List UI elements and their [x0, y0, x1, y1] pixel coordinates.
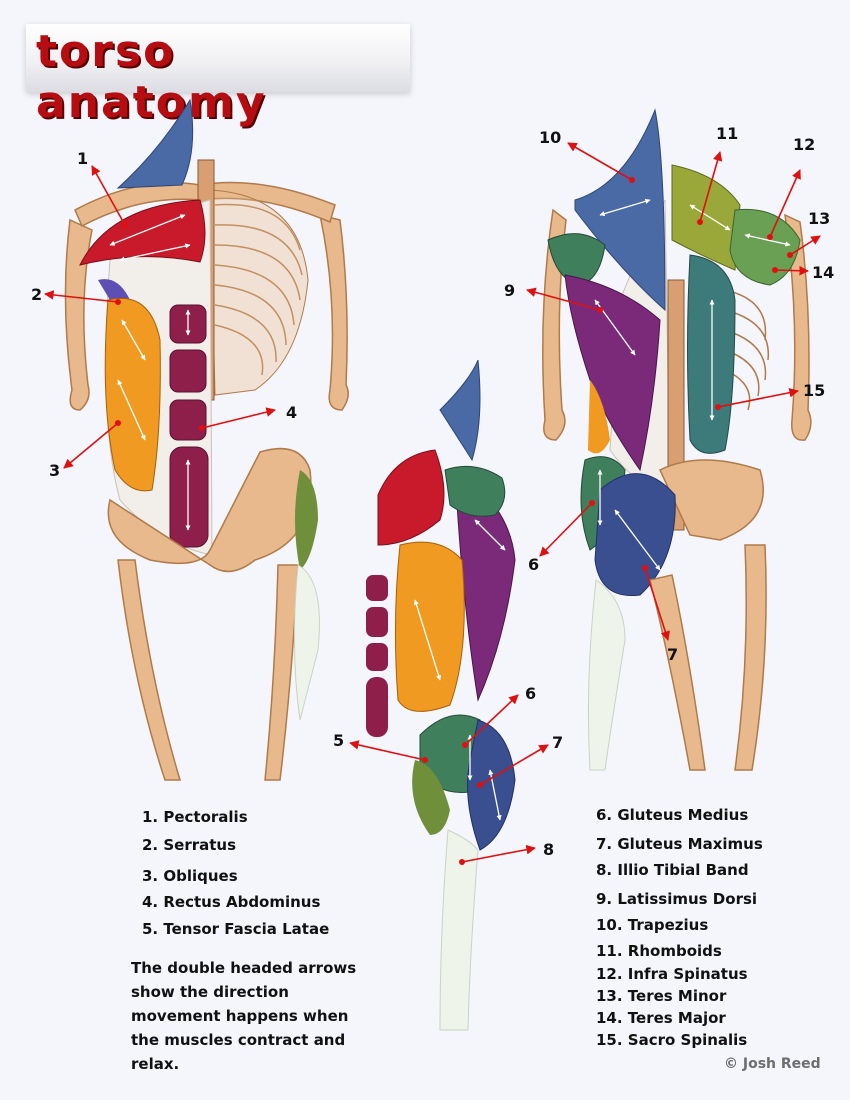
callout-9: 9 [504, 281, 515, 300]
callout-15: 15 [803, 381, 825, 400]
callout-8: 8 [543, 840, 554, 859]
callout-labels: 1 2 3 4 5 6 7 8 9 10 11 12 13 14 15 6 7 [31, 124, 834, 859]
legend-item-sacro-spinalis: 15. Sacro Spinalis [596, 1031, 748, 1049]
side-figure [366, 359, 516, 1031]
callout-6-side: 6 [525, 684, 536, 703]
legend-item-rectus-abdominus: 4. Rectus Abdominus [142, 893, 321, 911]
legend-item-trapezius: 10. Trapezius [596, 916, 709, 934]
callout-14: 14 [812, 263, 834, 282]
leader-dots [115, 177, 793, 865]
callout-2: 2 [31, 285, 42, 304]
legend-item-teres-major: 14. Teres Major [596, 1009, 726, 1027]
legend-item-rhomboids: 11. Rhomboids [596, 942, 722, 960]
back-figure [542, 108, 812, 771]
callout-12: 12 [793, 135, 815, 154]
legend-item-obliques: 3. Obliques [142, 867, 238, 885]
callout-5: 5 [333, 731, 344, 750]
leader-arrows [44, 142, 821, 863]
legend-item-gluteus-medius: 6. Gluteus Medius [596, 806, 749, 824]
front-figure [64, 98, 349, 781]
legend-item-serratus: 2. Serratus [142, 836, 237, 854]
movement-arrows [109, 198, 791, 821]
arrow-explanation-note: The double headed arrows show the direct… [131, 959, 357, 1073]
callout-11: 11 [716, 124, 738, 143]
legend-item-gluteus-maximus: 7. Gluteus Maximus [596, 835, 763, 853]
callout-1: 1 [77, 149, 88, 168]
callout-13: 13 [808, 209, 830, 228]
legend-item-tensor-fascia-latae: 5. Tensor Fascia Latae [142, 920, 330, 938]
legend-item-illio-tibial-band: 8. Illio Tibial Band [596, 861, 749, 879]
legend-item-latissimus-dorsi: 9. Latissimus Dorsi [596, 890, 758, 908]
callout-10: 10 [539, 128, 561, 147]
title-bar: torso anatomy [26, 24, 410, 128]
callout-6-back: 6 [528, 555, 539, 574]
page-title: torso anatomy [36, 26, 267, 128]
copyright: © Josh Reed [724, 1056, 821, 1072]
callout-4: 4 [286, 403, 297, 422]
legend-item-pectoralis: 1. Pectoralis [142, 808, 248, 826]
callout-7-back: 7 [667, 645, 678, 664]
legend-item-infra-spinatus: 12. Infra Spinatus [596, 965, 748, 983]
legend-item-teres-minor: 13. Teres Minor [596, 987, 727, 1005]
callout-7-side: 7 [552, 733, 563, 752]
callout-3: 3 [49, 461, 60, 480]
